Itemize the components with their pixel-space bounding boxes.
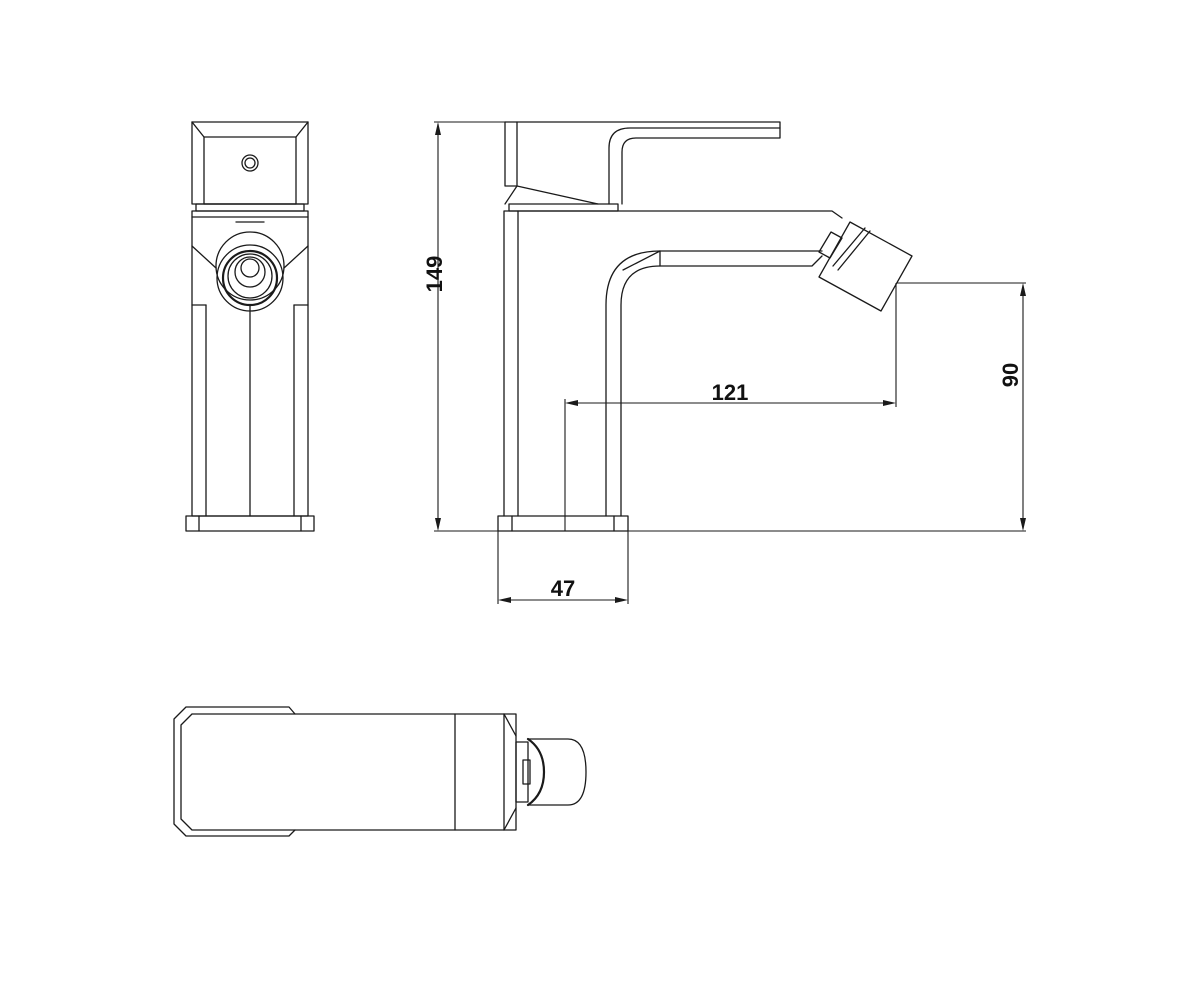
side-view (497, 121, 913, 532)
dimension-label-47: 47 (551, 576, 575, 601)
dimension-spout-reach: 121 (564, 283, 897, 531)
dimension-label-149: 149 (422, 256, 447, 293)
dim-arrow-up (435, 122, 441, 135)
top-view (173, 706, 587, 837)
dim-arrow-right (615, 597, 628, 603)
dimension-height-total: 149 (422, 121, 505, 532)
front-view (185, 121, 315, 532)
dimension-label-121: 121 (712, 380, 749, 405)
dim-arrow-down (1020, 518, 1026, 531)
dim-arrow-right (883, 400, 896, 406)
dimension-label-90: 90 (998, 363, 1023, 387)
dimension-spout-height: 90 (628, 282, 1026, 532)
dim-arrow-down (435, 518, 441, 531)
dim-arrow-up (1020, 283, 1026, 296)
dimension-base-width: 47 (497, 531, 629, 604)
dim-arrow-left (565, 400, 578, 406)
dim-arrow-left (498, 597, 511, 603)
